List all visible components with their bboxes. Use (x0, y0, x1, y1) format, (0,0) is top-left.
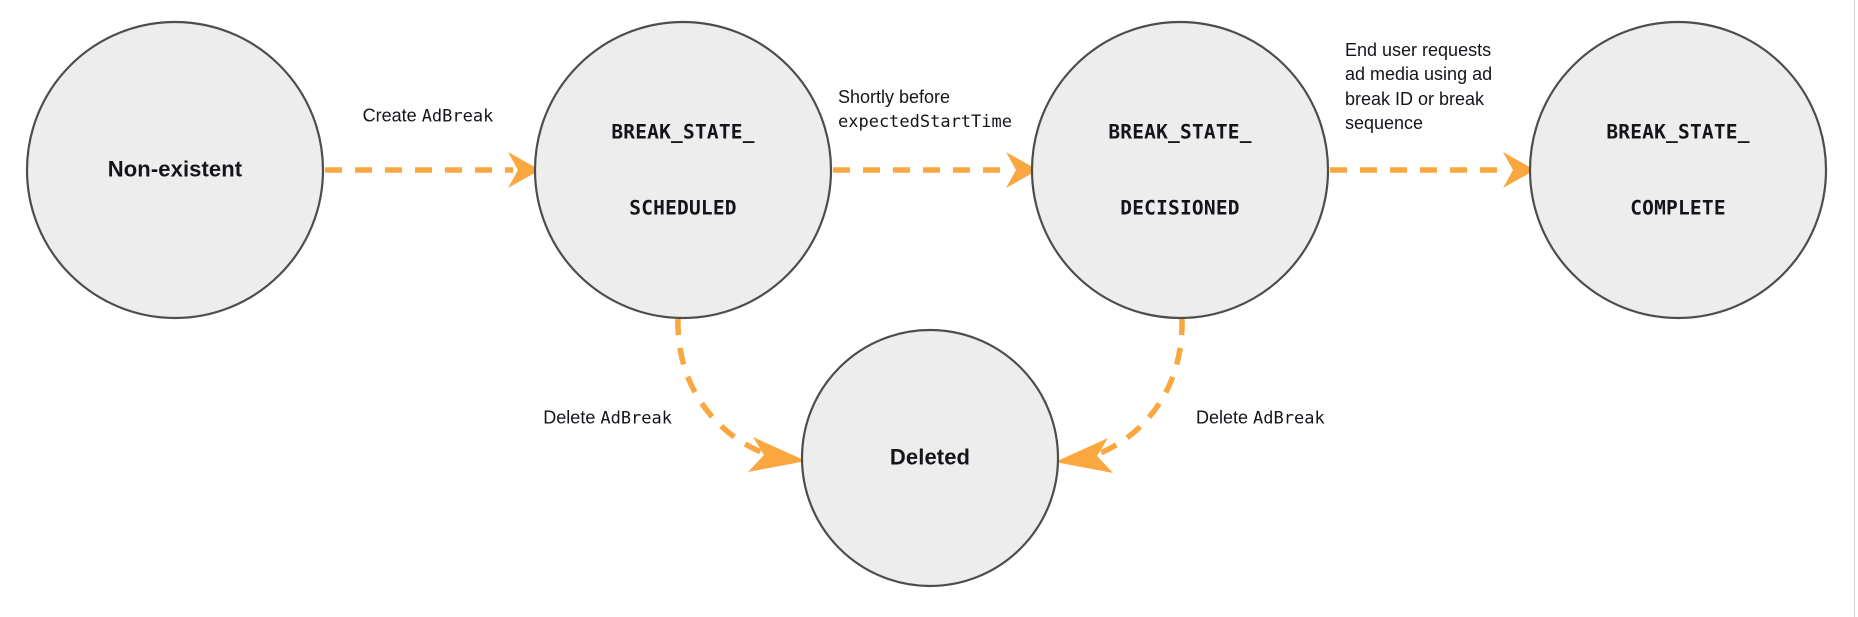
edge-create-adbreak-arrowhead (508, 152, 540, 188)
edge-shortly-before-arrowhead (1006, 152, 1038, 188)
edge-shortly-before (833, 152, 1038, 188)
edge-delete-from-decisioned-line (1086, 317, 1185, 461)
edge-delete-from-scheduled (675, 317, 806, 472)
edge-end-user-requests (1330, 152, 1535, 188)
edge-create-adbreak (325, 152, 540, 188)
state-node-break-state-complete[interactable] (1528, 20, 1828, 320)
state-node-break-state-scheduled[interactable] (533, 20, 833, 320)
state-node-non-existent[interactable] (25, 20, 325, 320)
edge-delete-from-decisioned-arrowhead (1055, 438, 1113, 473)
edge-delete-from-decisioned (1055, 317, 1185, 473)
edge-delete-from-scheduled-arrowhead (748, 437, 806, 472)
edge-delete-from-scheduled-line (675, 317, 775, 460)
panel-divider-rule (1854, 0, 1855, 617)
state-node-break-state-decisioned[interactable] (1030, 20, 1330, 320)
state-node-deleted[interactable] (800, 328, 1060, 588)
edge-end-user-requests-arrowhead (1503, 152, 1535, 188)
